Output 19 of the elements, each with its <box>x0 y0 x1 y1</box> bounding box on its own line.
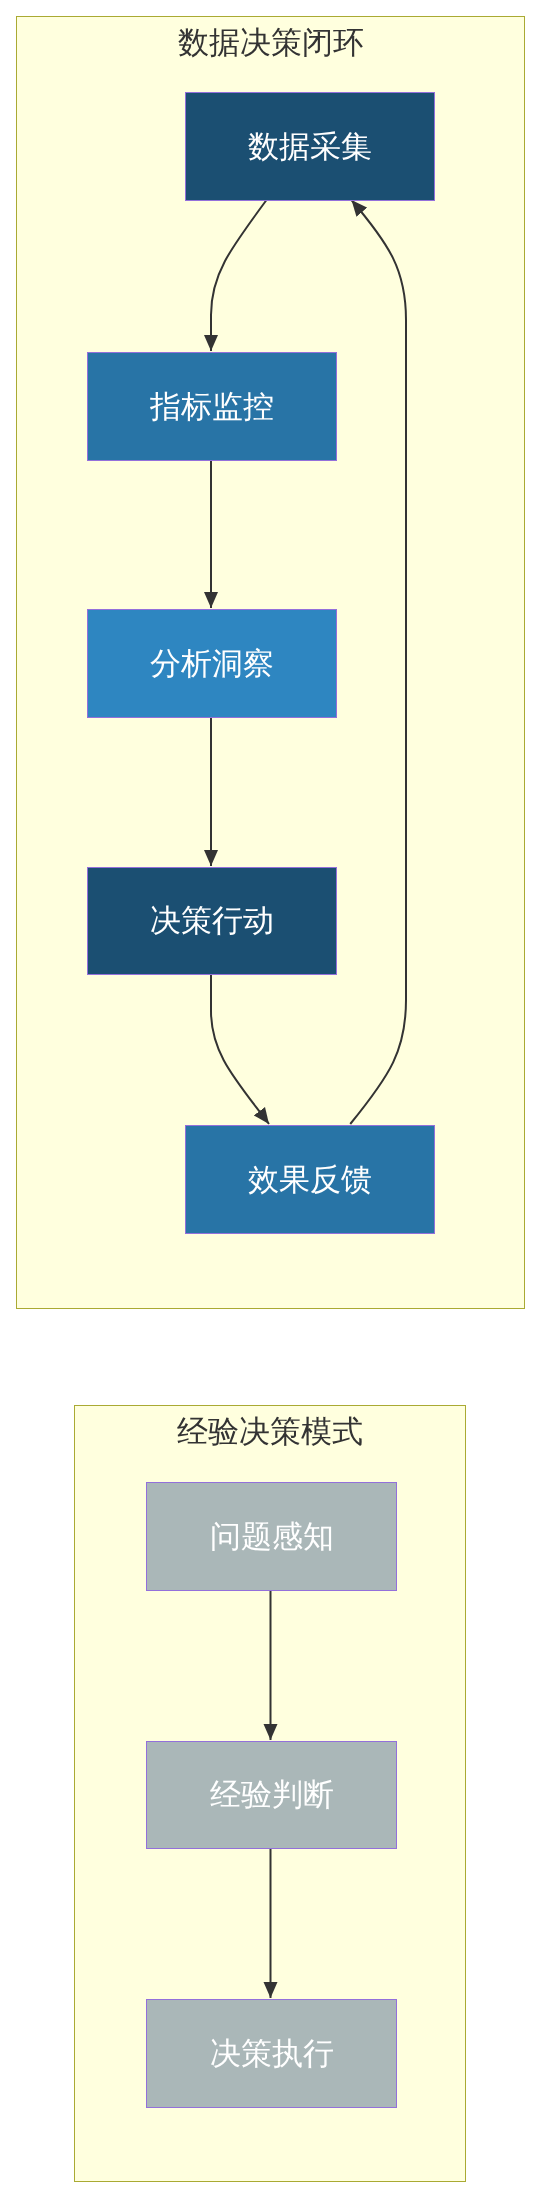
group-panel <box>74 1405 466 2182</box>
arrow <box>204 459 218 609</box>
process-box: 决策执行 <box>146 1999 397 2108</box>
arrow <box>263 1589 278 1741</box>
process-box: 决策行动 <box>87 867 337 975</box>
arrow <box>204 199 268 352</box>
group-title: 经验决策模式 <box>176 1413 364 1451</box>
group-panel <box>16 16 525 1309</box>
process-box: 数据采集 <box>185 92 435 201</box>
process-box: 经验判断 <box>146 1741 397 1849</box>
arrow <box>349 199 407 1125</box>
arrow <box>210 973 270 1125</box>
process-box: 效果反馈 <box>185 1125 435 1234</box>
arrow <box>263 1847 278 1999</box>
arrow <box>204 716 218 867</box>
process-box: 指标监控 <box>87 352 337 461</box>
process-box: 问题感知 <box>146 1482 397 1591</box>
group-title: 数据决策闭环 <box>176 24 365 62</box>
process-box: 分析洞察 <box>87 609 337 718</box>
